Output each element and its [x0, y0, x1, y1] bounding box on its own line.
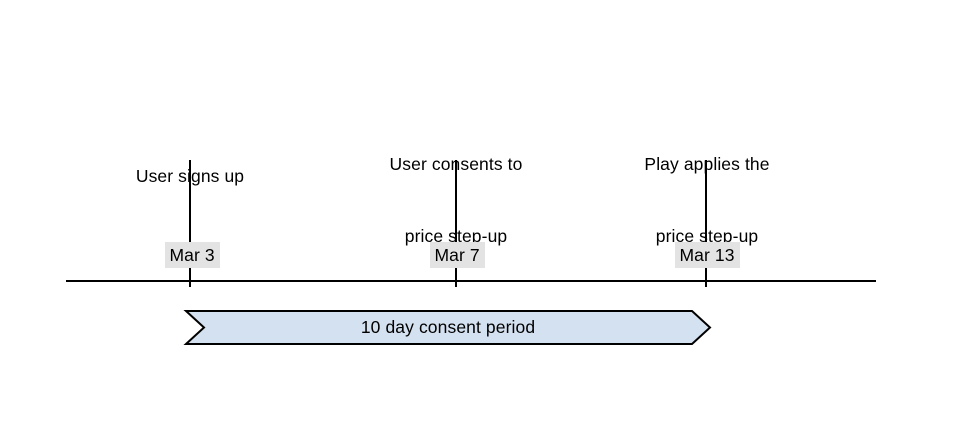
event-label-consent-line-1: User consents to [389, 154, 523, 174]
date-chip-applied: Mar 13 [674, 242, 740, 268]
event-label-applied-line-2: price step-up [655, 226, 759, 246]
event-label-signup: User signs up [40, 116, 340, 236]
event-label-signup-line-1: User signs up [135, 166, 245, 186]
date-chip-consent: Mar 7 [429, 242, 485, 268]
event-label-consent: User consents to price step-up [306, 104, 606, 296]
consent-period-label: 10 day consent period [360, 317, 536, 337]
date-chip-signup: Mar 3 [164, 242, 220, 268]
event-label-consent-line-2: price step-up [404, 226, 508, 246]
consent-period-banner [183, 310, 712, 345]
event-label-applied: Play applies the price step-up [557, 104, 857, 296]
event-label-applied-line-1: Play applies the [644, 154, 770, 174]
